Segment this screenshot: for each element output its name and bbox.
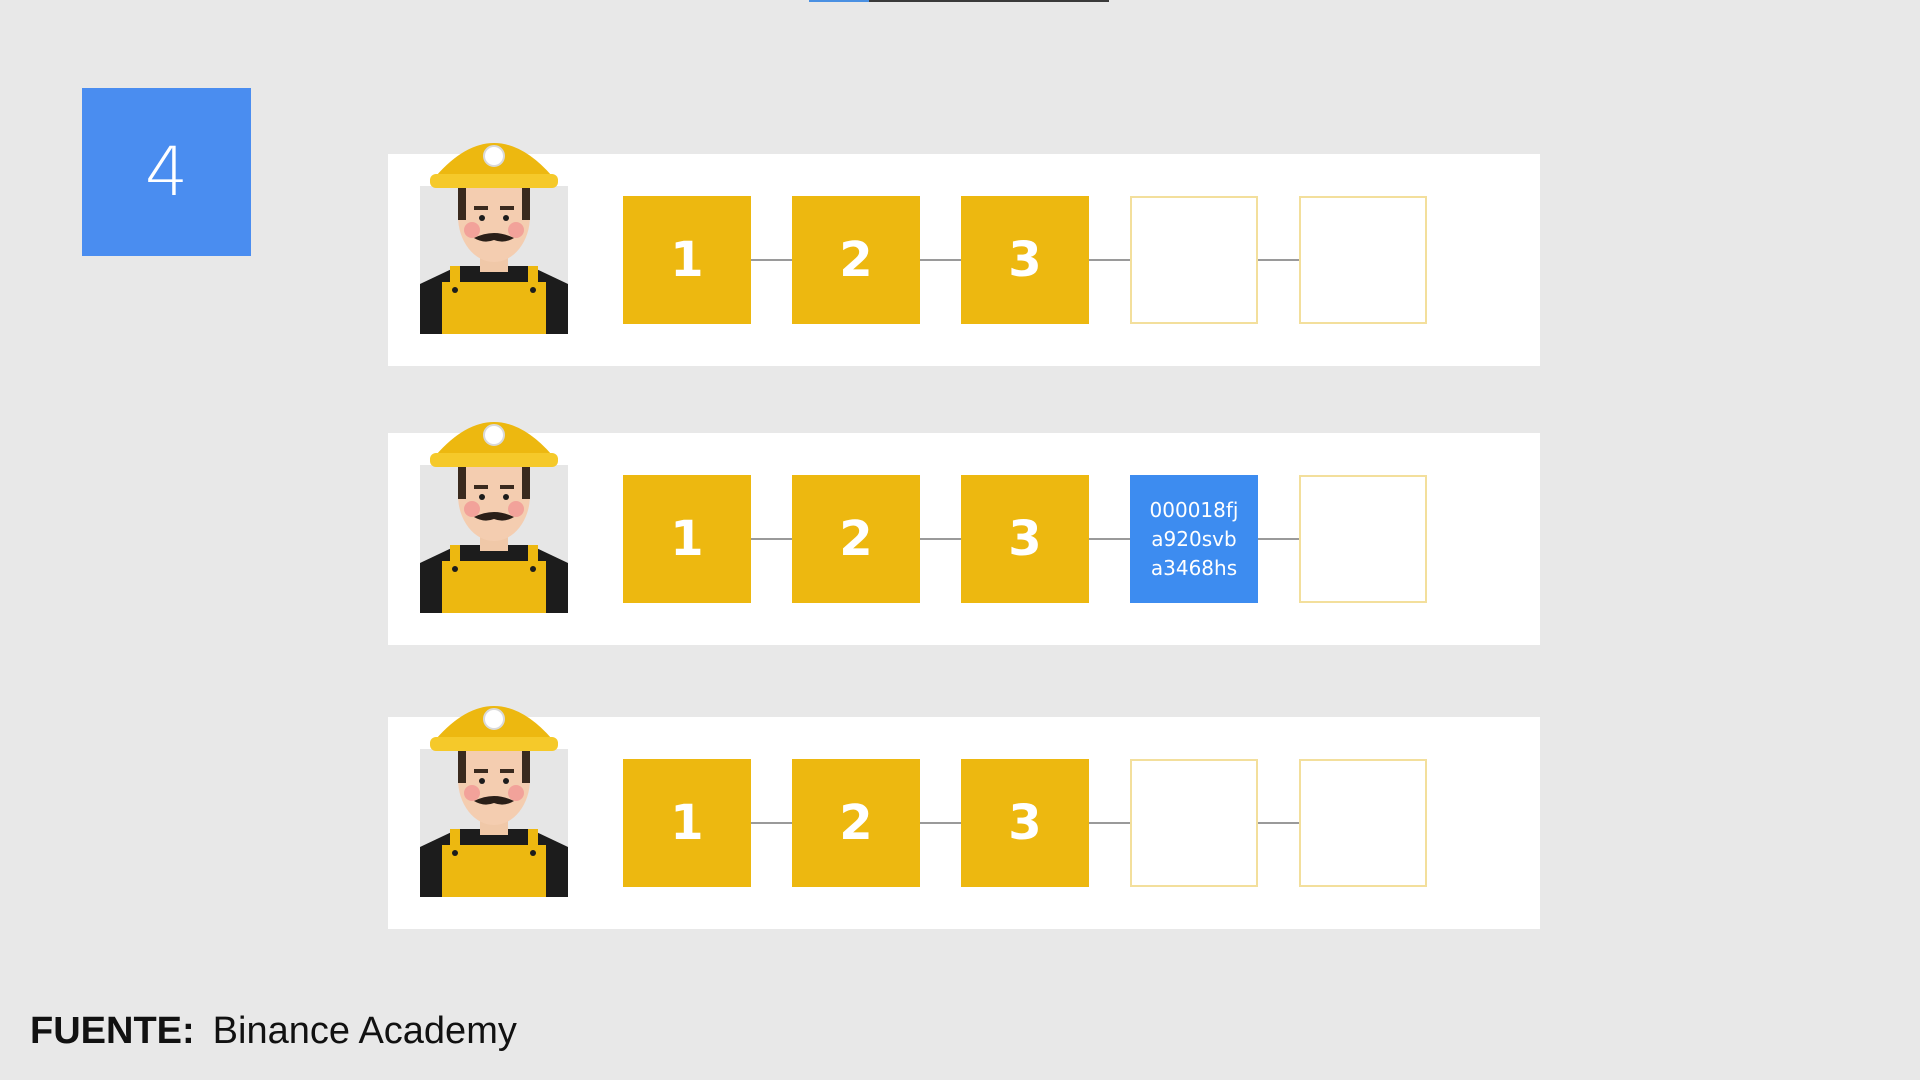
source-credit: FUENTE: Binance Academy (30, 1010, 517, 1053)
source-value: Binance Academy (212, 1010, 517, 1052)
block-2: 2 (792, 475, 920, 603)
empty-block-4 (1130, 196, 1258, 324)
step-number-badge: 4 (82, 88, 251, 256)
miner-chain-row-2: 1 2 3 000018fj a920svb a3468hs (388, 422, 1540, 645)
empty-block-5 (1299, 475, 1427, 603)
block-3: 3 (961, 475, 1089, 603)
hash-block-4: 000018fj a920svb a3468hs (1130, 475, 1258, 603)
miner-icon (420, 422, 568, 613)
empty-block-5 (1299, 196, 1427, 324)
miner-icon (420, 706, 568, 897)
block-1: 1 (623, 759, 751, 887)
block-3: 3 (961, 759, 1089, 887)
source-label: FUENTE: (30, 1010, 195, 1052)
video-progress-bar[interactable] (809, 0, 1109, 2)
empty-block-5 (1299, 759, 1427, 887)
video-progress-fill (809, 0, 869, 2)
block-3: 3 (961, 196, 1089, 324)
block-1: 1 (623, 475, 751, 603)
miner-chain-row-1: 1 2 3 (388, 143, 1540, 366)
miner-chain-row-3: 1 2 3 (388, 706, 1540, 929)
block-2: 2 (792, 759, 920, 887)
empty-block-4 (1130, 759, 1258, 887)
miner-icon (420, 143, 568, 334)
block-2: 2 (792, 196, 920, 324)
block-1: 1 (623, 196, 751, 324)
